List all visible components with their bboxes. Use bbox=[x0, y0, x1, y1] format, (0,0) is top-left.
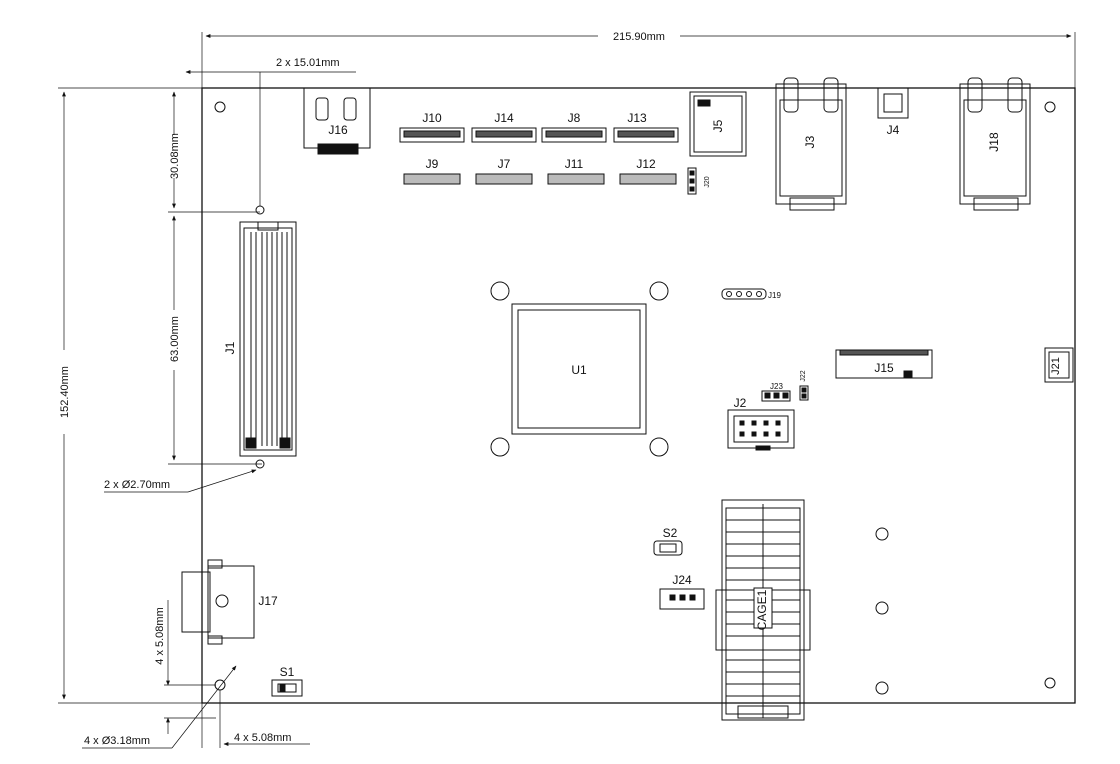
j11-label: J11 bbox=[565, 157, 584, 171]
connector-j3: J3 bbox=[775, 77, 847, 211]
j12-label: J12 bbox=[636, 157, 656, 171]
dimension-mount-holes: 4 x Ø3.18mm bbox=[82, 665, 237, 749]
j3-label: J3 bbox=[803, 135, 817, 148]
j16-label: J16 bbox=[328, 123, 348, 137]
u1-label: U1 bbox=[571, 363, 587, 377]
small-hole bbox=[255, 459, 265, 469]
dim-hole-offset-y-label: 4 x 5.08mm bbox=[154, 607, 166, 664]
connector-j23: J23 bbox=[761, 382, 791, 402]
mount-hole bbox=[214, 101, 226, 113]
dimension-hole-offset-x: 4 x 5.08mm bbox=[201, 690, 310, 748]
connector-j21: J21 bbox=[1044, 347, 1074, 383]
j15-label: J15 bbox=[874, 361, 894, 375]
connector-j2: J2 bbox=[727, 396, 795, 451]
j1-label: J1 bbox=[223, 341, 237, 354]
chip-u1: U1 bbox=[490, 281, 669, 457]
dimension-hole-offset-y: 4 x 5.08mm bbox=[154, 600, 216, 734]
connector-j4: J4 bbox=[877, 87, 909, 137]
connector-j7: J7 bbox=[475, 157, 533, 185]
j7-label: J7 bbox=[498, 157, 511, 171]
mount-hole bbox=[1044, 677, 1056, 689]
dimension-width: 215.90mm bbox=[201, 31, 1076, 88]
j5-label: J5 bbox=[711, 119, 725, 132]
mount-hole bbox=[875, 527, 889, 541]
connector-j18: J18 bbox=[959, 77, 1031, 211]
connector-j1: J1 bbox=[223, 221, 297, 457]
board-outline bbox=[201, 87, 1076, 704]
dim-port-spacing-label: 2 x 15.01mm bbox=[276, 57, 340, 69]
cage-cage1: CAGE1 bbox=[715, 499, 811, 721]
connector-j9: J9 bbox=[403, 157, 461, 185]
connector-j22: J22 bbox=[799, 370, 809, 401]
connector-j16: J16 bbox=[303, 87, 371, 155]
j9-label: J9 bbox=[426, 157, 439, 171]
dim-width-label: 215.90mm bbox=[613, 31, 665, 43]
dim-mount-holes-label: 4 x Ø3.18mm bbox=[84, 735, 150, 747]
dim-j1-length-label: 63.00mm bbox=[169, 316, 181, 362]
mount-hole bbox=[875, 601, 889, 615]
connector-j15: J15 bbox=[835, 349, 933, 379]
j20-label: J20 bbox=[704, 176, 711, 187]
dim-small-holes-label: 2 x Ø2.70mm bbox=[104, 479, 170, 491]
small-hole bbox=[255, 205, 265, 215]
dimension-j1-length: 63.00mm bbox=[168, 215, 262, 465]
j22-label: J22 bbox=[800, 370, 807, 381]
connector-j17: J17 bbox=[181, 559, 278, 645]
j10-label: J10 bbox=[422, 111, 442, 125]
connector-j24: J24 bbox=[659, 573, 705, 610]
s2-label: S2 bbox=[663, 526, 678, 540]
switch-s2: S2 bbox=[653, 526, 683, 556]
j4-label: J4 bbox=[887, 123, 900, 137]
j2-label: J2 bbox=[734, 396, 747, 410]
connector-j5: J5 bbox=[689, 91, 747, 157]
cage1-label: CAGE1 bbox=[755, 589, 769, 630]
dim-top-offset-label: 30.08mm bbox=[169, 133, 181, 179]
switch-s1: S1 bbox=[271, 665, 303, 697]
s1-label: S1 bbox=[280, 665, 295, 679]
mount-hole bbox=[1044, 101, 1056, 113]
j24-label: J24 bbox=[672, 573, 692, 587]
connector-j11: J11 bbox=[547, 157, 605, 185]
j18-label: J18 bbox=[987, 132, 1001, 152]
j23-label: J23 bbox=[770, 382, 783, 391]
connector-j19: J19 bbox=[721, 288, 781, 300]
dim-hole-offset-x-label: 4 x 5.08mm bbox=[234, 732, 291, 744]
mount-hole bbox=[214, 679, 226, 691]
connector-j20: J20 bbox=[687, 167, 711, 195]
j14-label: J14 bbox=[494, 111, 514, 125]
connector-j12: J12 bbox=[619, 157, 677, 185]
dimension-port-spacing: 2 x 15.01mm bbox=[185, 57, 356, 206]
connector-j8: J8 bbox=[541, 111, 607, 143]
dimension-top-offset: 30.08mm bbox=[168, 91, 260, 213]
dimension-small-holes: 2 x Ø2.70mm bbox=[104, 469, 257, 493]
j17-label: J17 bbox=[258, 594, 278, 608]
connector-j10: J10 bbox=[399, 111, 465, 143]
j21-label: J21 bbox=[1050, 357, 1062, 375]
connector-j14: J14 bbox=[471, 111, 537, 143]
dim-height-label: 152.40mm bbox=[59, 366, 71, 418]
connector-j13: J13 bbox=[613, 111, 679, 143]
dimension-height: 152.40mm bbox=[58, 87, 202, 704]
mount-hole bbox=[875, 681, 889, 695]
j19-label: J19 bbox=[768, 291, 781, 300]
j8-label: J8 bbox=[568, 111, 581, 125]
j13-label: J13 bbox=[627, 111, 647, 125]
